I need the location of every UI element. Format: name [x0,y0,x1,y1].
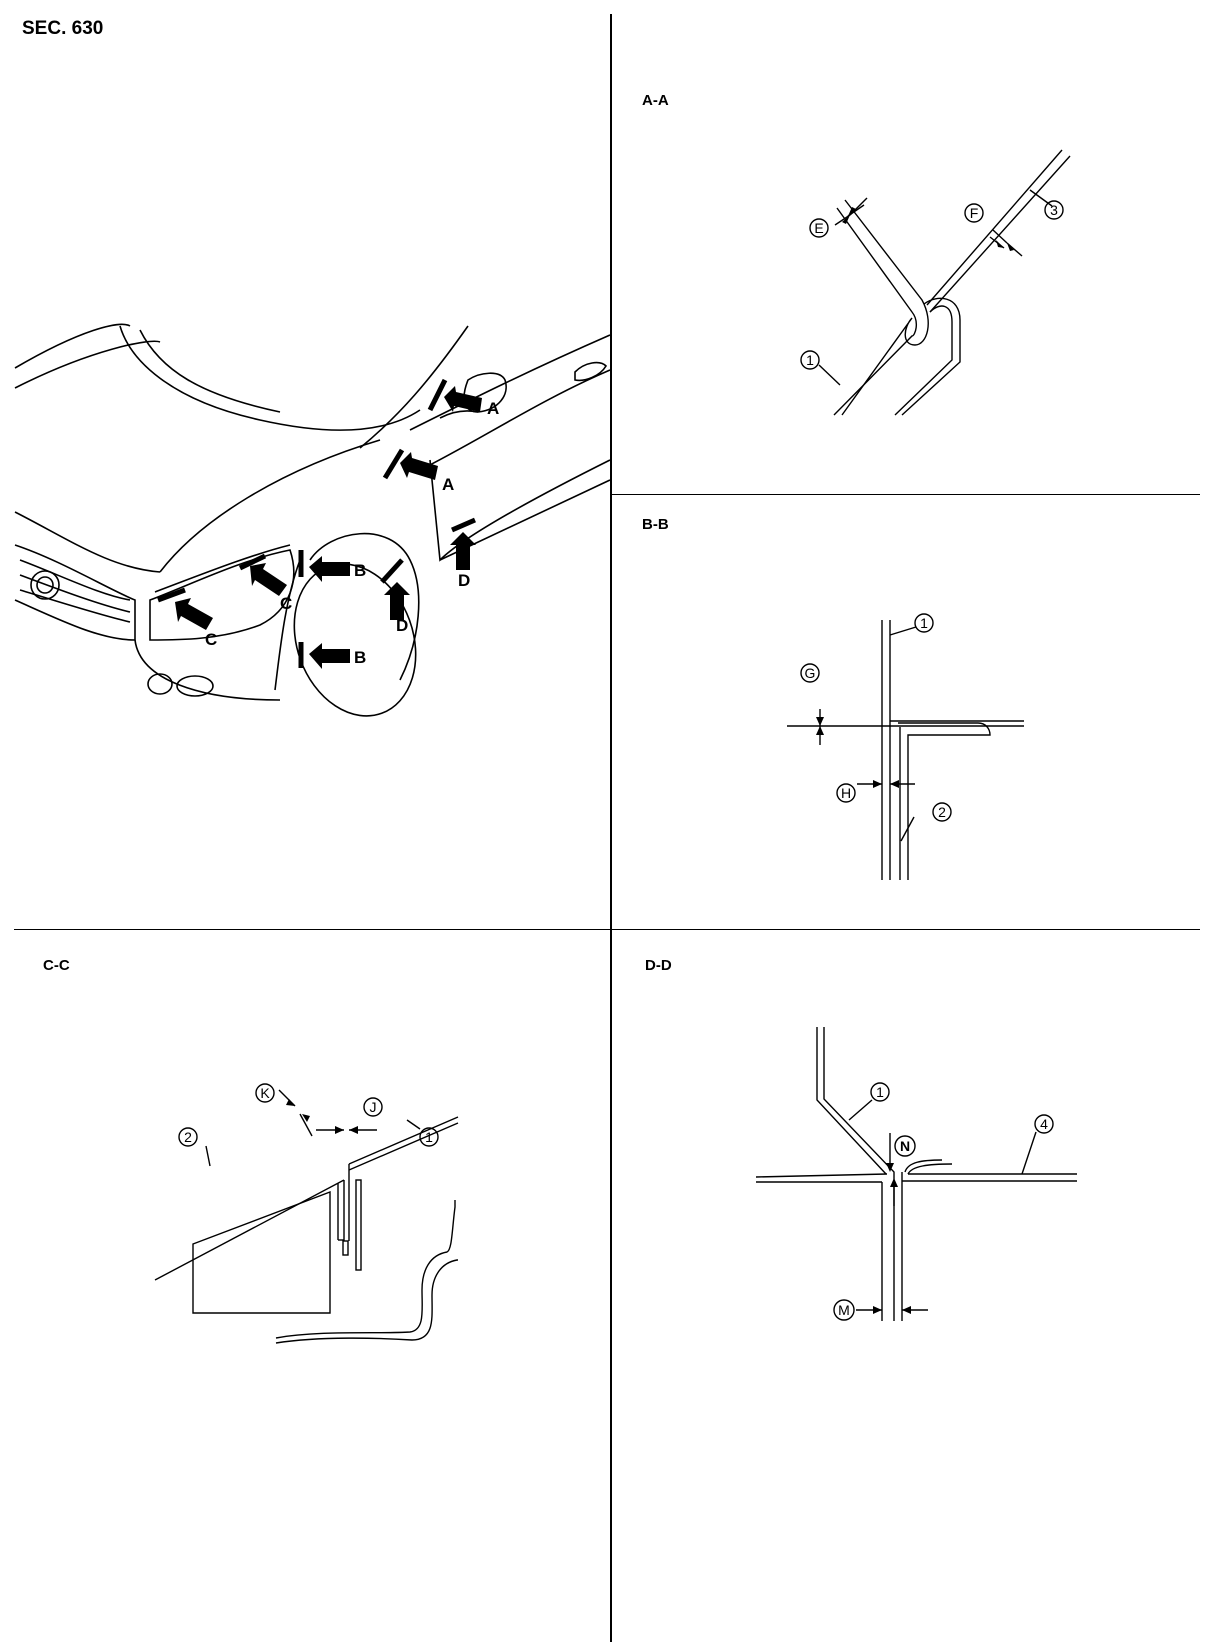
arrow-label-c-right: C [280,594,292,613]
callout-part-4: 4 [1040,1116,1048,1132]
callout-k-circle [255,1083,275,1103]
arrow-c-left [175,598,213,630]
car-body-outline [14,323,611,717]
callout-part-1-bb: 1 [920,615,928,631]
callout-part-1-dd: 1 [876,1084,884,1100]
aa-panel-1-inner [833,207,918,416]
arrow-c-right [250,563,287,596]
callout-part-1: 1 [806,352,814,368]
arrow-label-b-lower: B [354,648,366,667]
callout-1-circle [800,350,820,370]
panel-label-bb: B-B [642,516,669,533]
arrow-d-left [384,582,410,620]
vertical-divider [610,14,612,1642]
arrow-b-upper [309,556,350,582]
callout-part-1-cc: 1 [425,1129,433,1145]
callout-h: H [841,785,851,801]
arrow-label-c-left: C [205,630,217,649]
callout-2-circle-bb [932,802,952,822]
callout-m-circle [833,1299,855,1321]
panel-label-cc: C-C [43,957,70,974]
arrow-d-right [450,532,476,570]
divider-aa-bb [610,494,1200,495]
callout-arrows [175,386,482,669]
arrow-label-a-lower: A [442,475,454,494]
callout-n-circle [894,1135,916,1157]
callout-e-circle [809,218,829,238]
callout-e: E [814,220,823,236]
callout-j-circle [363,1097,383,1117]
callout-4-circle [1034,1114,1054,1134]
arrow-label-b-upper: B [354,561,366,580]
callout-g: G [805,665,816,681]
arrow-label-a-upper: A [487,399,499,418]
callout-1-circle-cc [419,1127,439,1147]
panel-label-aa: A-A [642,92,669,109]
callout-1-circle-bb [914,613,934,633]
section-bb-diagram: 1 G H 2 [787,613,1024,880]
callout-1-circle-dd [870,1082,890,1102]
callout-g-circle [800,663,820,683]
callout-n: N [900,1138,910,1154]
arrow-a-lower [400,452,438,480]
callout-f-circle [964,203,984,223]
arrow-a-upper [444,386,482,412]
gap-marks [157,378,476,668]
aa-panel-3 [929,155,1071,313]
section-cc-diagram: J K 1 2 [154,1083,459,1344]
callout-2-circle-cc [178,1127,198,1147]
arrow-label-d-left: D [396,616,408,635]
panel-label-dd: D-D [645,957,672,974]
arrow-label-d-right: D [458,571,470,590]
callout-j: J [370,1099,377,1115]
section-aa-diagram: E F 3 1 [800,149,1071,416]
arrow-b-lower [309,643,350,669]
section-title: SEC. 630 [22,18,104,39]
callout-part-3: 3 [1050,202,1058,218]
callout-f: F [970,205,979,221]
callout-part-2-cc: 2 [184,1129,192,1145]
callout-m: M [838,1302,850,1318]
callout-h-circle [836,783,856,803]
callout-3-circle [1044,200,1064,220]
section-dd-diagram: 1 N 4 M [755,1027,1077,1321]
aa-panel-1-outer [841,199,929,416]
callout-k: K [260,1085,270,1101]
divider-top-bottom [14,929,1200,930]
callout-part-2-bb: 2 [938,804,946,820]
car-overview-diagram: A A B B C C D D [14,323,611,717]
